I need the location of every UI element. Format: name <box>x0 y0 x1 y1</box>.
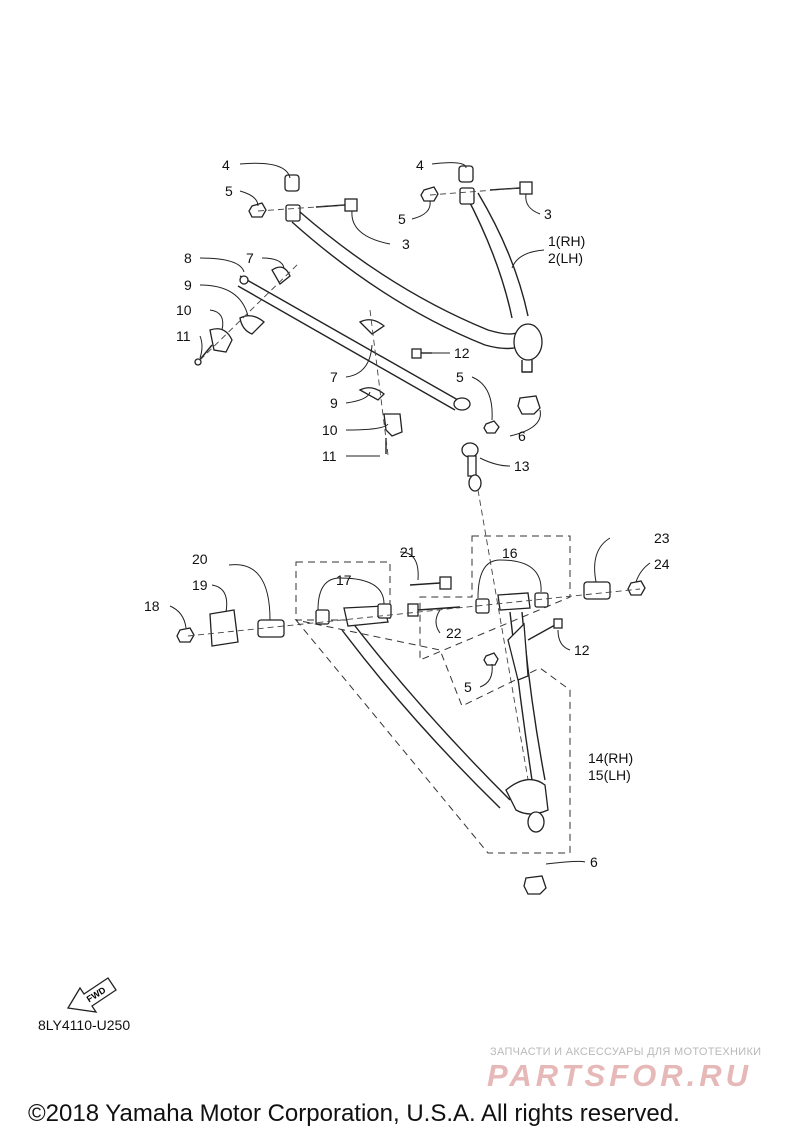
callout-5-stabilizer: 5 <box>456 369 464 385</box>
lower-arm-drawing <box>176 535 646 854</box>
callout-6-lower: 6 <box>590 854 598 870</box>
callout-5-left: 5 <box>225 183 233 199</box>
callout-4-left: 4 <box>222 157 230 173</box>
callout-3-left: 3 <box>402 236 410 252</box>
callout-18: 18 <box>144 598 160 614</box>
callout-5-lower: 5 <box>464 679 472 695</box>
callout-4-right: 4 <box>416 157 424 173</box>
callout-11-right: 11 <box>322 448 337 464</box>
callout-5-right: 5 <box>398 211 406 227</box>
callout-7-right: 7 <box>330 369 338 385</box>
link-rod-drawing <box>461 442 536 821</box>
callout-6-upper: 6 <box>518 428 526 444</box>
callout-10-left: 10 <box>176 302 192 318</box>
callout-16: 16 <box>502 545 518 561</box>
callout-12-lower: 12 <box>574 642 590 658</box>
diagram-code: 8LY4110-U250 <box>38 1017 131 1033</box>
callout-labels: 4 5 3 4 5 3 1(RH) 2(LH) 8 7 9 10 11 12 7… <box>144 157 670 870</box>
callout-21: 21 <box>400 544 416 560</box>
copyright-notice: ©2018 Yamaha Motor Corporation, U.S.A. A… <box>28 1100 680 1127</box>
callout-20: 20 <box>192 551 208 567</box>
callout-9-right: 9 <box>330 395 338 411</box>
callout-19: 19 <box>192 577 208 593</box>
callout-14-rh: 14(RH) <box>588 750 633 766</box>
callout-11-left: 11 <box>176 328 191 344</box>
callout-22: 22 <box>446 625 462 641</box>
callout-15-lh: 15(LH) <box>588 767 631 783</box>
fwd-arrow-icon: FWD <box>66 977 117 1013</box>
callout-9-left: 9 <box>184 277 192 293</box>
upper-arm-drawing <box>248 165 543 373</box>
nut-6-lower <box>523 875 547 895</box>
callout-1-rh: 1(RH) <box>548 233 585 249</box>
watermark-logo: PARTSFOR.RU <box>487 1058 753 1093</box>
callout-8: 8 <box>184 250 192 266</box>
callout-3-right: 3 <box>544 206 552 222</box>
callout-12-upper: 12 <box>454 345 470 361</box>
callout-24: 24 <box>654 556 670 572</box>
watermark-tagline: ЗАПЧАСТИ И АКСЕССУАРЫ ДЛЯ МОТОТЕХНИКИ <box>490 1046 762 1058</box>
callout-13: 13 <box>514 458 530 474</box>
nut-6-upper <box>517 395 541 415</box>
callout-17: 17 <box>336 572 352 588</box>
callout-10-right: 10 <box>322 422 338 438</box>
callout-2-lh: 2(LH) <box>548 250 583 266</box>
callout-23: 23 <box>654 530 670 546</box>
callout-7-left: 7 <box>246 250 254 266</box>
leader-lines <box>169 162 651 865</box>
